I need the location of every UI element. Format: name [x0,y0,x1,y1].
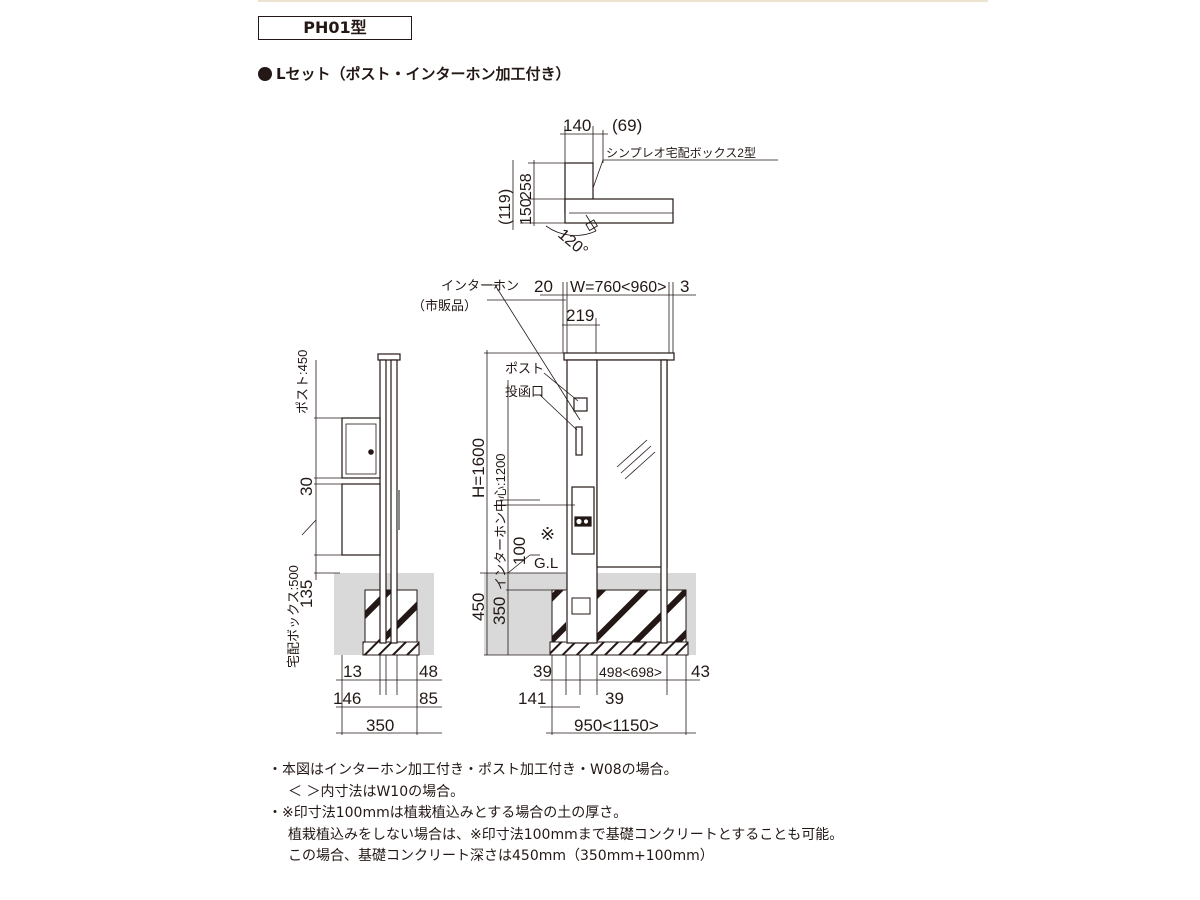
front-dim-width: W=760<960> [570,279,667,296]
plan-dim-140: 140 [563,116,591,135]
plan-angle: 120° [554,226,590,260]
front-dim-intercom-center: インターホン中心:1200 [493,453,508,590]
front-end-pole [660,359,668,644]
side-label-post: ポスト:450 [295,350,310,414]
front-dim-total: 950<1150> [574,716,659,735]
front-callout-slot: 投函口 [505,384,544,399]
plan-callout-box: シンプレオ宅配ボックス2型 [606,145,756,160]
front-callout-intercom-sub: （市販品） [412,298,477,313]
side-pole-back [390,359,398,644]
plan-dim-69: (69) [612,116,642,135]
front-dim-39b: 39 [605,689,624,708]
plan-dim-150: 150 [518,198,535,225]
front-dim-141: 141 [518,689,546,708]
side-view [301,353,442,735]
front-dim-219: 219 [566,306,594,325]
plan-dim-258: 258 [518,173,535,200]
plan-panel [564,198,674,224]
top-rule [258,0,988,2]
side-dim-13: 13 [343,662,362,681]
front-dim-20: 20 [534,277,553,296]
front-mark: ※ [540,524,555,544]
front-dim-450: 450 [469,593,488,621]
front-dim-39a: 39 [533,662,552,681]
side-dim-350: 350 [366,716,394,735]
note-line-3: ・※印寸法100mmは植栽植込みとする場合の土の厚さ。 [268,805,628,821]
front-dim-height: H=1600 [469,438,488,498]
side-dim-30: 30 [297,477,316,496]
note-line-5: この場合、基礎コンクリート深さは450mm（350mm+100mm） [288,848,714,864]
note-line-2: ＜ ＞内寸法はW10の場合。 [288,783,465,800]
side-delivery-box [341,483,381,556]
side-dim-85: 85 [419,689,438,708]
bullet-icon [258,66,272,81]
plan-view [512,126,778,236]
side-pole-front [379,359,387,644]
front-gl: G.L [534,555,558,572]
front-slot [575,426,583,456]
plan-dim-119: (119) [497,189,514,225]
model-label: PH01型 [258,16,412,40]
side-dim-135: 135 [297,580,316,608]
front-dim-3: 3 [680,277,689,296]
section-title: Lセット（ポスト・インターホン加工付き） [258,63,571,84]
note-line-1: ・本図はインターホン加工付き・ポスト加工付き・W08の場合。 [268,762,678,778]
set-title: Lセット（ポスト・インターホン加工付き） [276,65,571,83]
front-dim-43: 43 [691,662,710,681]
front-dim-inner: 498<698> [599,664,662,680]
side-dim-48: 48 [419,662,438,681]
front-intercom [574,516,592,527]
notes: ・本図はインターホン加工付き・ポスト加工付き・W08の場合。 ＜ ＞内寸法はW1… [268,760,843,868]
front-callout-intercom: インターホン [441,278,519,293]
front-gravel [549,641,689,656]
side-label-box: 宅配ボックス:500 [286,565,301,668]
front-callout-post: ポスト [505,361,544,376]
front-view [480,282,700,735]
side-gravel [362,641,420,656]
side-post-box [341,417,381,479]
side-dim-146: 146 [333,689,361,708]
front-dim-350: 350 [490,597,509,625]
front-cap [563,352,675,361]
front-dim-100: 100 [510,537,529,565]
note-line-4: 植栽植込みをしない場合は、※印寸法100mmまで基礎コンクリートとすることも可能… [288,826,844,843]
side-cap [377,353,401,361]
